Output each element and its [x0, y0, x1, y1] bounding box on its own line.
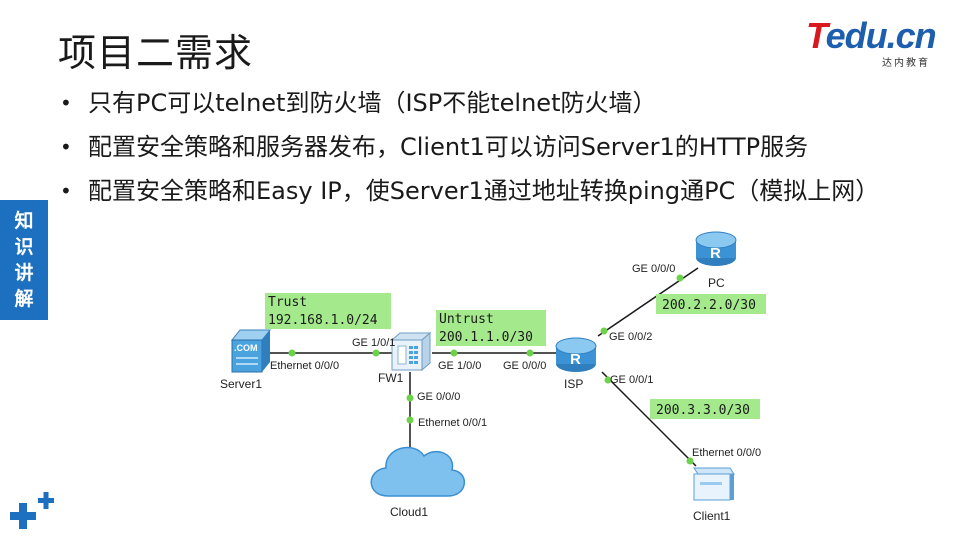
- client-port-label: Ethernet 0/0/0: [692, 447, 761, 459]
- untrust-zone-label-bg: [436, 310, 546, 346]
- side-tab-char: 解: [14, 288, 34, 310]
- untrust-zone-name: Untrust: [439, 312, 494, 327]
- requirement-list: • 只有PC可以telnet到防火墙（ISP不能telnet防火墙） • 配置安全策…: [58, 86, 898, 218]
- bullet-dot-icon: •: [60, 135, 72, 159]
- requirement-item: • 只有PC可以telnet到防火墙（ISP不能telnet防火墙）: [58, 86, 898, 120]
- fw1-port-ge100: GE 1/0/0: [438, 360, 481, 372]
- requirement-item: • 配置安全策略和服务器发布，Client1可以访问Server1的HTTP服务: [58, 130, 898, 164]
- bullet-dot-icon: •: [60, 91, 72, 115]
- isp-port-ge002: GE 0/0/2: [609, 331, 652, 343]
- link-dot-icon: [450, 349, 458, 357]
- link-isp-client: [601, 371, 697, 467]
- client1-label: Client1: [693, 509, 731, 523]
- pc-router-device[interactable]: R: [695, 231, 737, 266]
- untrust-zone-network: 200.1.1.0/30: [439, 330, 533, 345]
- plus-logo-icon: [10, 492, 54, 529]
- pc-port-ge000: GE 0/0/0: [632, 263, 675, 275]
- pc-network-label-bg: [656, 294, 766, 314]
- firewall-icon: [391, 339, 423, 371]
- fw1-device[interactable]: [390, 331, 432, 372]
- link-dot-icon: [288, 349, 296, 357]
- cloud-port-label: Ethernet 0/0/1: [418, 417, 487, 429]
- client1-device[interactable]: [693, 467, 735, 501]
- link-dot-icon: [676, 274, 684, 282]
- cloud-icon: [370, 446, 465, 497]
- requirement-text: 配置安全策略和Easy IP，使Server1通过地址转换ping通PC（模拟上…: [88, 177, 880, 205]
- fw1-port-ge101: GE 1/0/1: [352, 337, 395, 349]
- bullet-dot-icon: •: [60, 179, 72, 203]
- svg-text:R: R: [570, 351, 581, 368]
- link-dot-icon: [406, 416, 414, 424]
- side-tab-char: 讲: [14, 262, 34, 284]
- isp-port-ge000: GE 0/0/0: [503, 360, 546, 372]
- isp-router-device[interactable]: R: [555, 337, 597, 372]
- isp-port-ge001: GE 0/0/1: [610, 374, 653, 386]
- slide-title: 项目二需求: [58, 31, 254, 75]
- isp-label: ISP: [564, 377, 583, 391]
- client-network-label-bg: [650, 399, 760, 419]
- link-dot-icon: [526, 349, 534, 357]
- link-dot-icon: [406, 394, 414, 402]
- fw1-port-ge000: GE 0/0/0: [417, 391, 460, 403]
- link-dot-icon: [604, 376, 612, 384]
- server1-label: Server1: [220, 377, 262, 391]
- link-endpoints: [288, 274, 694, 465]
- pc-label: PC: [708, 276, 725, 290]
- requirement-item: • 配置安全策略和Easy IP，使Server1通过地址转换ping通PC（模拟…: [58, 174, 898, 208]
- server-icon-side: [262, 330, 270, 372]
- tedu-logo: Tedu.cn 达内教育: [806, 15, 937, 70]
- trust-zone-label-bg: [265, 293, 391, 329]
- server-icon-text: .COM: [234, 343, 258, 353]
- link-dot-icon: [600, 327, 608, 335]
- link-dot-icon: [372, 349, 380, 357]
- router-icon: [695, 231, 737, 249]
- router-icon: [555, 337, 597, 355]
- server1-device[interactable]: .COM: [230, 329, 272, 373]
- server-icon: [231, 339, 263, 373]
- link-dot-icon: [686, 457, 694, 465]
- requirement-text: 只有PC可以telnet到防火墙（ISP不能telnet防火墙）: [88, 89, 657, 117]
- logo-text: edu.cn: [825, 15, 937, 56]
- trust-zone-network: 192.168.1.0/24: [268, 313, 378, 328]
- client-network: 200.3.3.0/30: [656, 403, 750, 418]
- cloud1-device[interactable]: [370, 446, 465, 497]
- trust-zone-name: Trust: [268, 295, 307, 310]
- client-icon: [693, 473, 731, 501]
- logo-letter-t: T: [806, 15, 827, 56]
- logo-subtitle: 达内教育: [882, 58, 930, 69]
- fw1-label: FW1: [378, 371, 404, 385]
- side-tab-char: 知: [14, 210, 34, 232]
- side-tab-knowledge: 知 识 讲 解: [0, 200, 48, 320]
- svg-text:R: R: [710, 245, 721, 262]
- pc-network: 200.2.2.0/30: [662, 298, 756, 313]
- side-tab-char: 识: [14, 236, 34, 258]
- server1-port-label: Ethernet 0/0/0: [270, 360, 339, 372]
- cloud1-label: Cloud1: [390, 505, 428, 519]
- requirement-text: 配置安全策略和服务器发布，Client1可以访问Server1的HTTP服务: [88, 133, 809, 161]
